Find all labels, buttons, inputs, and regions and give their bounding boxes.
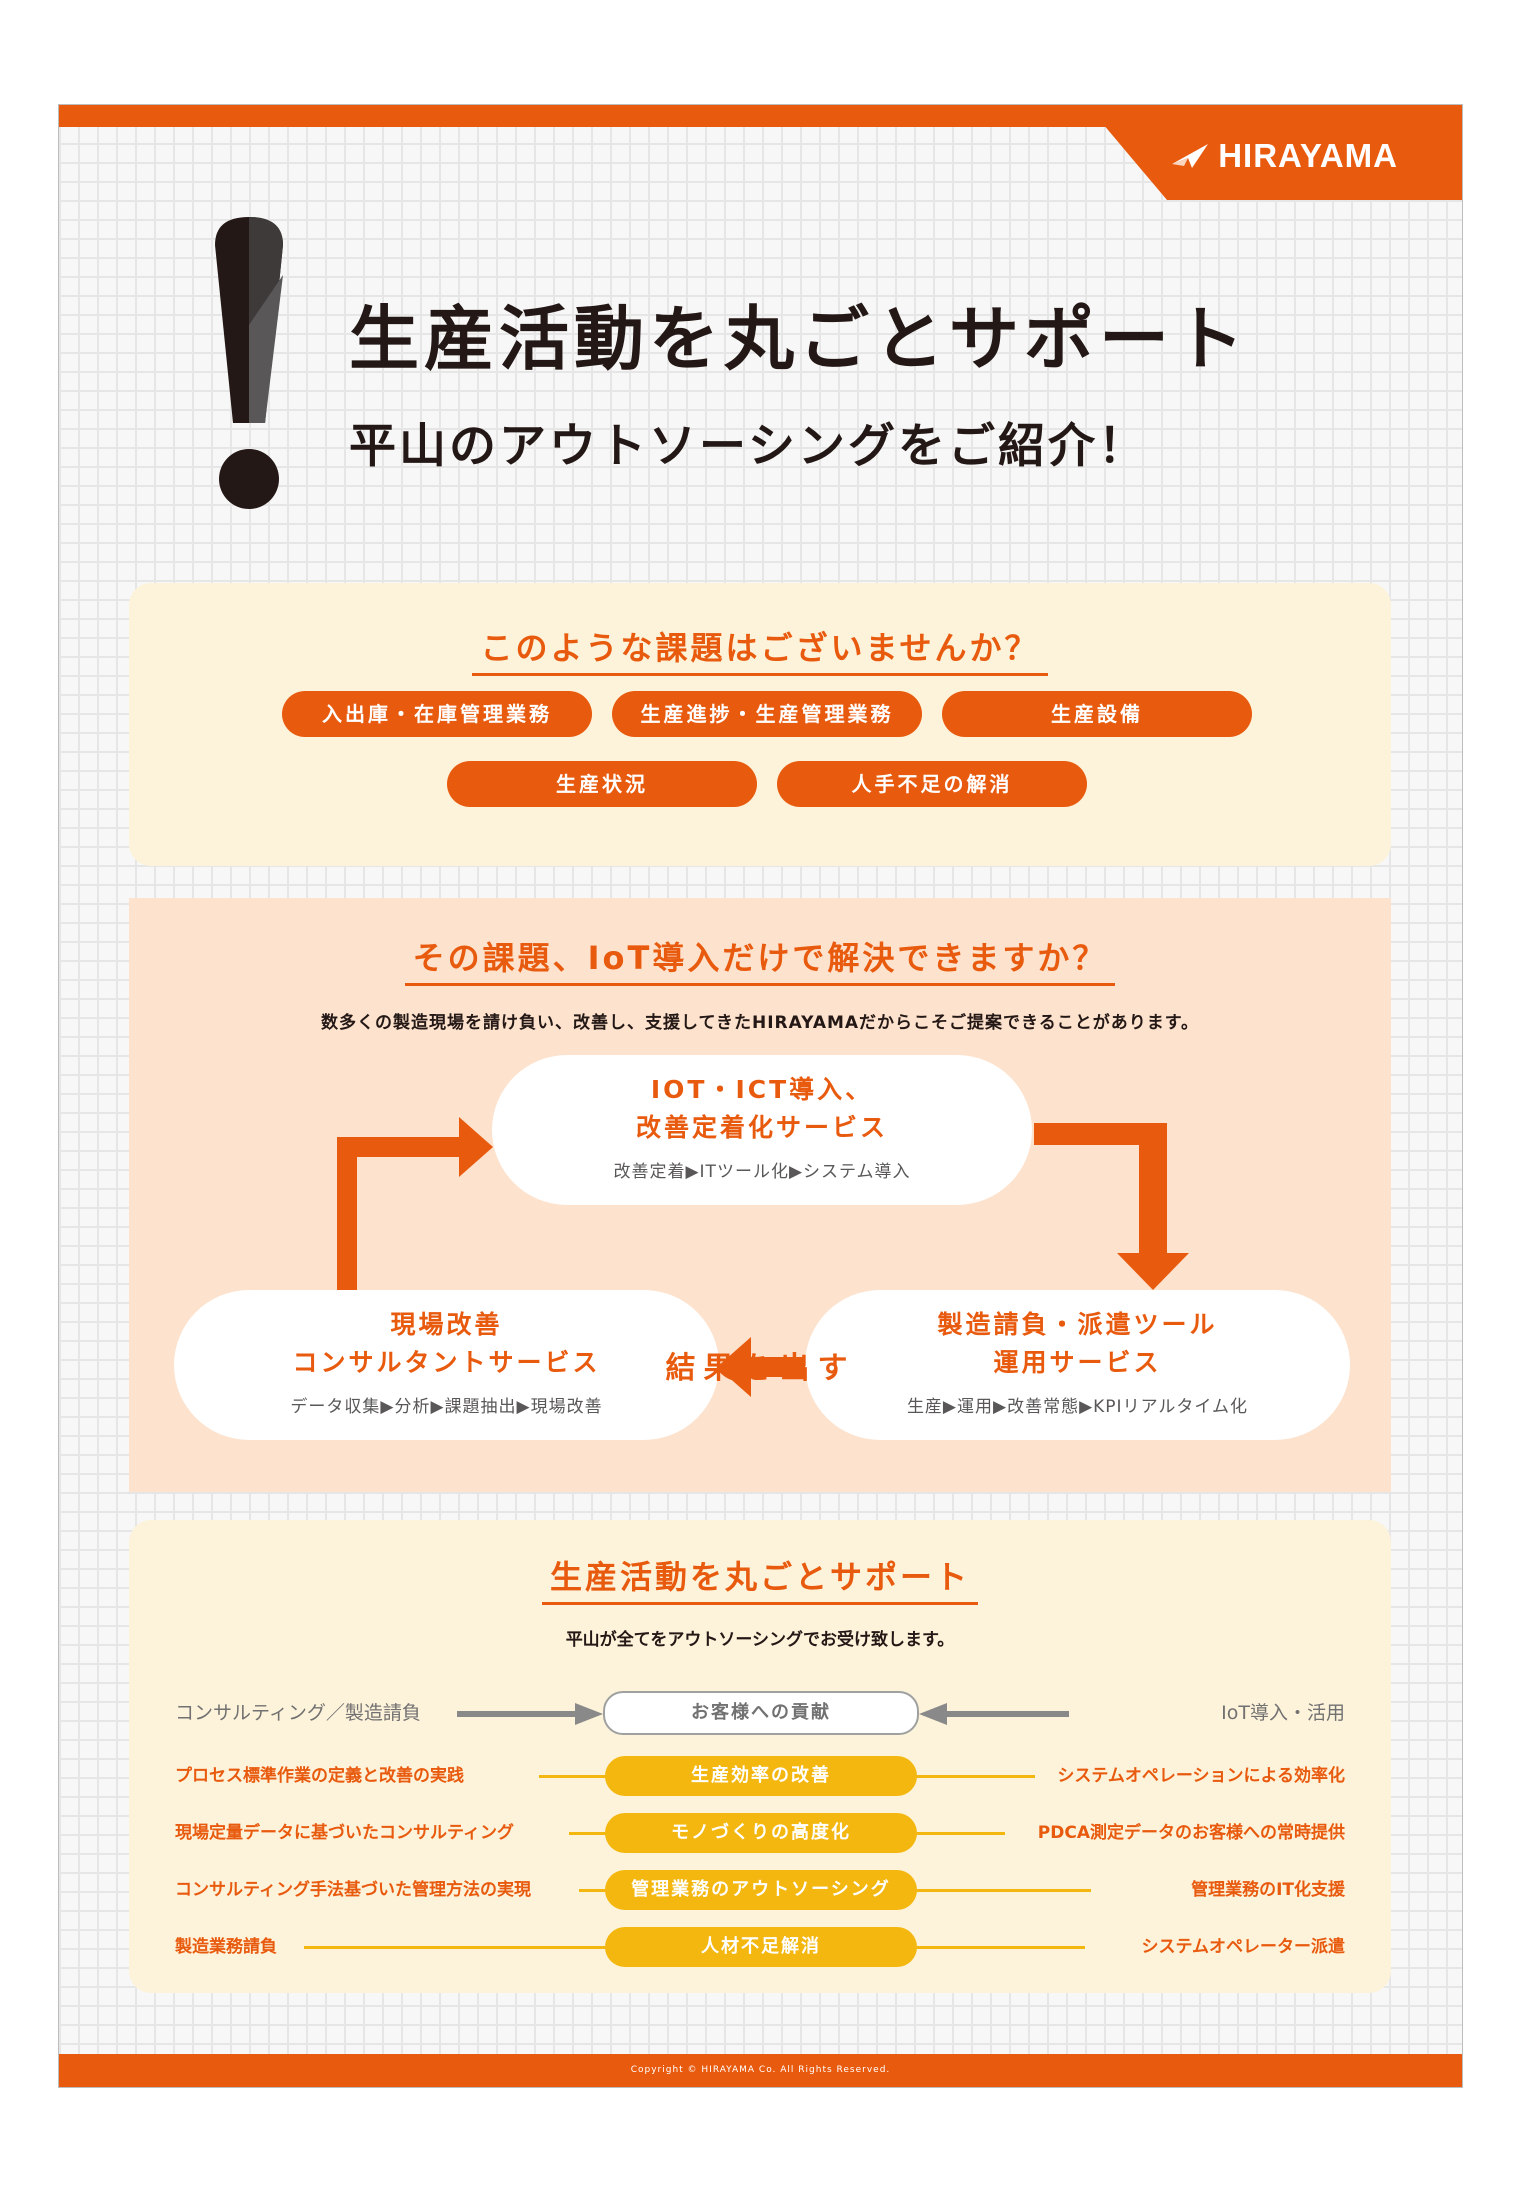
- arrow-up-right-icon: [337, 1117, 493, 1290]
- issue-tag: 生産設備: [942, 691, 1252, 737]
- brand-logo: HIRAYAMA: [1170, 137, 1398, 175]
- row-center: 生産効率の改善: [605, 1756, 917, 1796]
- node-steps: 生産▶運用▶改善常態▶KPIリアルタイム化: [906, 1397, 1249, 1417]
- row-right: システムオペレーター派遣: [1141, 1937, 1346, 1957]
- cycle-center-label: 結果を出す: [665, 1351, 856, 1386]
- connector-line: [915, 1889, 1091, 1892]
- connector-line: [915, 1775, 1035, 1778]
- support-row: 現場定量データに基づいたコンサルティング モノづくりの高度化 PDCA測定データ…: [129, 1813, 1391, 1853]
- node-title: 製造請負・派遣ツール: [937, 1310, 1218, 1339]
- cycle-node-iot: IOT・ICT導入、 改善定着化サービス 改善定着▶ITツール化▶システム導入: [492, 1055, 1032, 1205]
- issues-section: このような課題はございませんか？ 入出庫・在庫管理業務 生産進捗・生産管理業務 …: [129, 583, 1391, 866]
- poster: HIRAYAMA 生産活動を丸ごとサポート 平山のアウトソーシングをご紹介！ こ…: [58, 104, 1463, 2088]
- row-right: システムオペレーションによる効率化: [1057, 1766, 1345, 1786]
- support-row: プロセス標準作業の定義と改善の実践 生産効率の改善 システムオペレーションによる…: [129, 1756, 1391, 1796]
- support-title: 生産活動を丸ごとサポート: [129, 1552, 1391, 1605]
- support-caption: 平山が全てをアウトソーシングでお受け致します。: [565, 1630, 955, 1650]
- node-title: 運用サービス: [993, 1348, 1162, 1377]
- copyright: Copyright © HIRAYAMA Co. All Rights Rese…: [630, 2065, 891, 2075]
- arrow-left-icon: [717, 1337, 809, 1397]
- node-title: コンサルタントサービス: [292, 1348, 601, 1377]
- row-left: 製造業務請負: [175, 1937, 277, 1957]
- cycle-node-contract: 製造請負・派遣ツール 運用サービス 生産▶運用▶改善常態▶KPIリアルタイム化: [805, 1290, 1350, 1440]
- connector-line: [569, 1832, 609, 1835]
- node-title: 改善定着化サービス: [635, 1113, 888, 1142]
- page-title: 生産活動を丸ごとサポート: [349, 298, 1249, 380]
- arrow-right-icon: [457, 1703, 603, 1725]
- bottom-bar: [59, 2054, 1462, 2087]
- node-steps: データ収集▶分析▶課題抽出▶現場改善: [290, 1397, 603, 1417]
- row-left: プロセス標準作業の定義と改善の実践: [175, 1766, 464, 1786]
- support-header-row: コンサルティング／製造請負 お客様への貢献 IoT導入・活用: [129, 1691, 1391, 1735]
- issues-title: このような課題はございませんか？: [129, 623, 1391, 676]
- row-center: 人材不足解消: [605, 1927, 917, 1967]
- cycle-arrows: [337, 1117, 1189, 1397]
- cycle-description: 数多くの製造現場を請け負い、改善し、支援してきたHIRAYAMAだからこそご提案…: [320, 1013, 1200, 1033]
- connector-line: [539, 1775, 609, 1778]
- issue-tag: 生産状況: [447, 761, 757, 807]
- issue-tag: 人手不足の解消: [777, 761, 1087, 807]
- header-left: コンサルティング／製造請負: [175, 1702, 421, 1724]
- row-left: 現場定量データに基づいたコンサルティング: [175, 1823, 514, 1843]
- node-steps: 改善定着▶ITツール化▶システム導入: [613, 1162, 911, 1182]
- issue-tag: 生産進捗・生産管理業務: [612, 691, 922, 737]
- connector-line: [579, 1889, 609, 1892]
- page-subtitle: 平山のアウトソーシングをご紹介！: [349, 419, 1149, 474]
- connector-line: [915, 1946, 1085, 1949]
- row-center: モノづくりの高度化: [605, 1813, 917, 1853]
- support-row: 製造業務請負 人材不足解消 システムオペレーター派遣: [129, 1927, 1391, 1967]
- cycle-title: その課題、IoT導入だけで解決できますか？: [129, 933, 1391, 986]
- issue-tag: 入出庫・在庫管理業務: [282, 691, 592, 737]
- node-title: 現場改善: [390, 1310, 503, 1339]
- brand-name: HIRAYAMA: [1218, 137, 1398, 174]
- arrow-left-icon: [919, 1703, 1069, 1725]
- row-right: 管理業務のIT化支援: [1191, 1880, 1345, 1900]
- support-section: 生産活動を丸ごとサポート 平山が全てをアウトソーシングでお受け致します。 コンサ…: [129, 1520, 1391, 1993]
- row-right: PDCA測定データのお客様への常時提供: [1037, 1823, 1345, 1843]
- connector-line: [915, 1832, 1005, 1835]
- header-right: IoT導入・活用: [1221, 1702, 1345, 1724]
- connector-line: [304, 1946, 609, 1949]
- support-row: コンサルティング手法基づいた管理方法の実現 管理業務のアウトソーシング 管理業務…: [129, 1870, 1391, 1910]
- exclamation-icon: [215, 217, 283, 509]
- row-left: コンサルティング手法基づいた管理方法の実現: [175, 1880, 531, 1900]
- arrow-down-icon: [1034, 1123, 1189, 1290]
- hirayama-mark-icon: [1172, 144, 1209, 168]
- header-center: お客様への貢献: [603, 1691, 919, 1735]
- node-title: IOT・ICT導入、: [650, 1075, 874, 1104]
- row-center: 管理業務のアウトソーシング: [605, 1870, 917, 1910]
- cycle-node-consulting: 現場改善 コンサルタントサービス データ収集▶分析▶課題抽出▶現場改善: [174, 1290, 719, 1440]
